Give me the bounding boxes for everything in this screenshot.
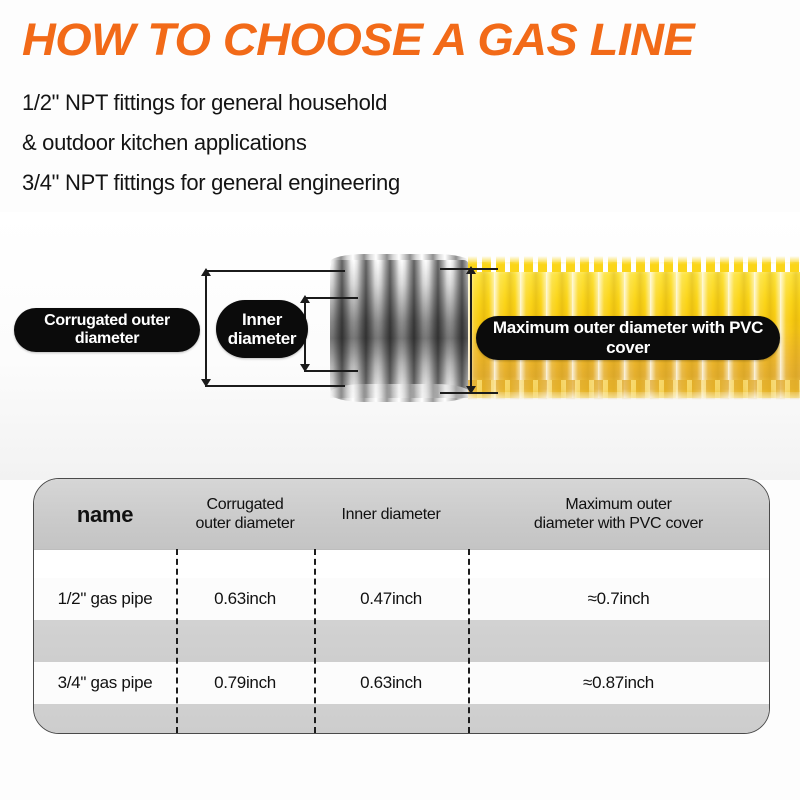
pvc-top-ridge-texture (468, 256, 800, 272)
label-corrugated-outer-diameter: Corrugated outer diameter (14, 308, 200, 352)
column-divider-2 (314, 549, 316, 733)
page-title: HOW TO CHOOSE A GAS LINE (22, 14, 695, 65)
cell-corrugated-outer-diameter: 0.79inch (214, 673, 276, 692)
subtitle-line-3: 3/4" NPT fittings for general engineerin… (22, 170, 400, 195)
column-header-max-outer-diameter-pvc: Maximum outer diameter with PVC cover (468, 479, 769, 549)
column-header-corrugated-line1: Corrugated (206, 496, 284, 513)
label-inner-diameter: Inner diameter (216, 300, 308, 358)
cell-max-outer-diameter-pvc: ≈0.7inch (587, 589, 650, 608)
pvc-dim-arrowhead-down (466, 386, 476, 394)
pvc-dim-arrowhead-up (466, 266, 476, 274)
column-header-corrugated-line2: outer diameter (195, 515, 295, 532)
column-divider-1 (176, 549, 178, 733)
outer-dim-bottom-leader (205, 385, 345, 387)
label-max-outer-diameter-pvc-text: Maximum outer diameter with PVC cover (492, 318, 764, 357)
column-header-name: name (76, 501, 134, 527)
column-header-inner-diameter: Inner diameter (341, 505, 441, 523)
inner-dim-arrowhead-up (300, 295, 310, 303)
label-corrugated-outer-diameter-text: Corrugated outer diameter (44, 312, 170, 347)
inner-dim-bottom-leader (304, 370, 358, 372)
outer-dim-arrowhead-up (201, 268, 211, 276)
cell-inner-diameter: 0.63inch (360, 673, 422, 692)
cell-name: 1/2" gas pipe (57, 589, 153, 608)
column-header-maximum-line1: Maximum outer (565, 496, 672, 513)
inner-dim-top-leader (304, 297, 358, 299)
label-max-outer-diameter-pvc: Maximum outer diameter with PVC cover (476, 316, 780, 360)
subtitle-line-2: & outdoor kitchen applications (22, 130, 307, 155)
inner-dim-arrowhead-down (300, 364, 310, 372)
column-header-corrugated-outer-diameter: Corrugated outer diameter (176, 479, 314, 549)
subtitle-line-1: 1/2" NPT fittings for general household (22, 90, 388, 115)
row-spacer-top (34, 550, 769, 578)
steel-reflection (330, 306, 470, 398)
label-inner-diameter-line1: Inner (241, 310, 283, 329)
pvc-dim-arrow-line (470, 270, 472, 391)
specification-table: name Corrugated outer diameter Inner dia… (33, 478, 770, 734)
cell-name: 3/4" gas pipe (57, 673, 153, 692)
cell-max-outer-diameter-pvc: ≈0.87inch (583, 673, 654, 692)
outer-dim-arrow-line (205, 272, 207, 384)
outer-dim-top-leader (205, 270, 345, 272)
outer-dim-arrowhead-down (201, 379, 211, 387)
table-header-row: name Corrugated outer diameter Inner dia… (34, 479, 769, 550)
row-divider-band (34, 620, 769, 662)
table-row: 1/2" gas pipe 0.63inch 0.47inch ≈0.7inch (34, 578, 769, 620)
table-footer-band (34, 704, 769, 733)
column-header-maximum-line2: diameter with PVC cover (533, 515, 704, 532)
column-divider-3 (468, 549, 470, 733)
table-row: 3/4" gas pipe 0.79inch 0.63inch ≈0.87inc… (34, 662, 769, 704)
cell-inner-diameter: 0.47inch (360, 589, 422, 608)
cell-corrugated-outer-diameter: 0.63inch (214, 589, 276, 608)
label-inner-diameter-line2: diameter (227, 329, 297, 348)
